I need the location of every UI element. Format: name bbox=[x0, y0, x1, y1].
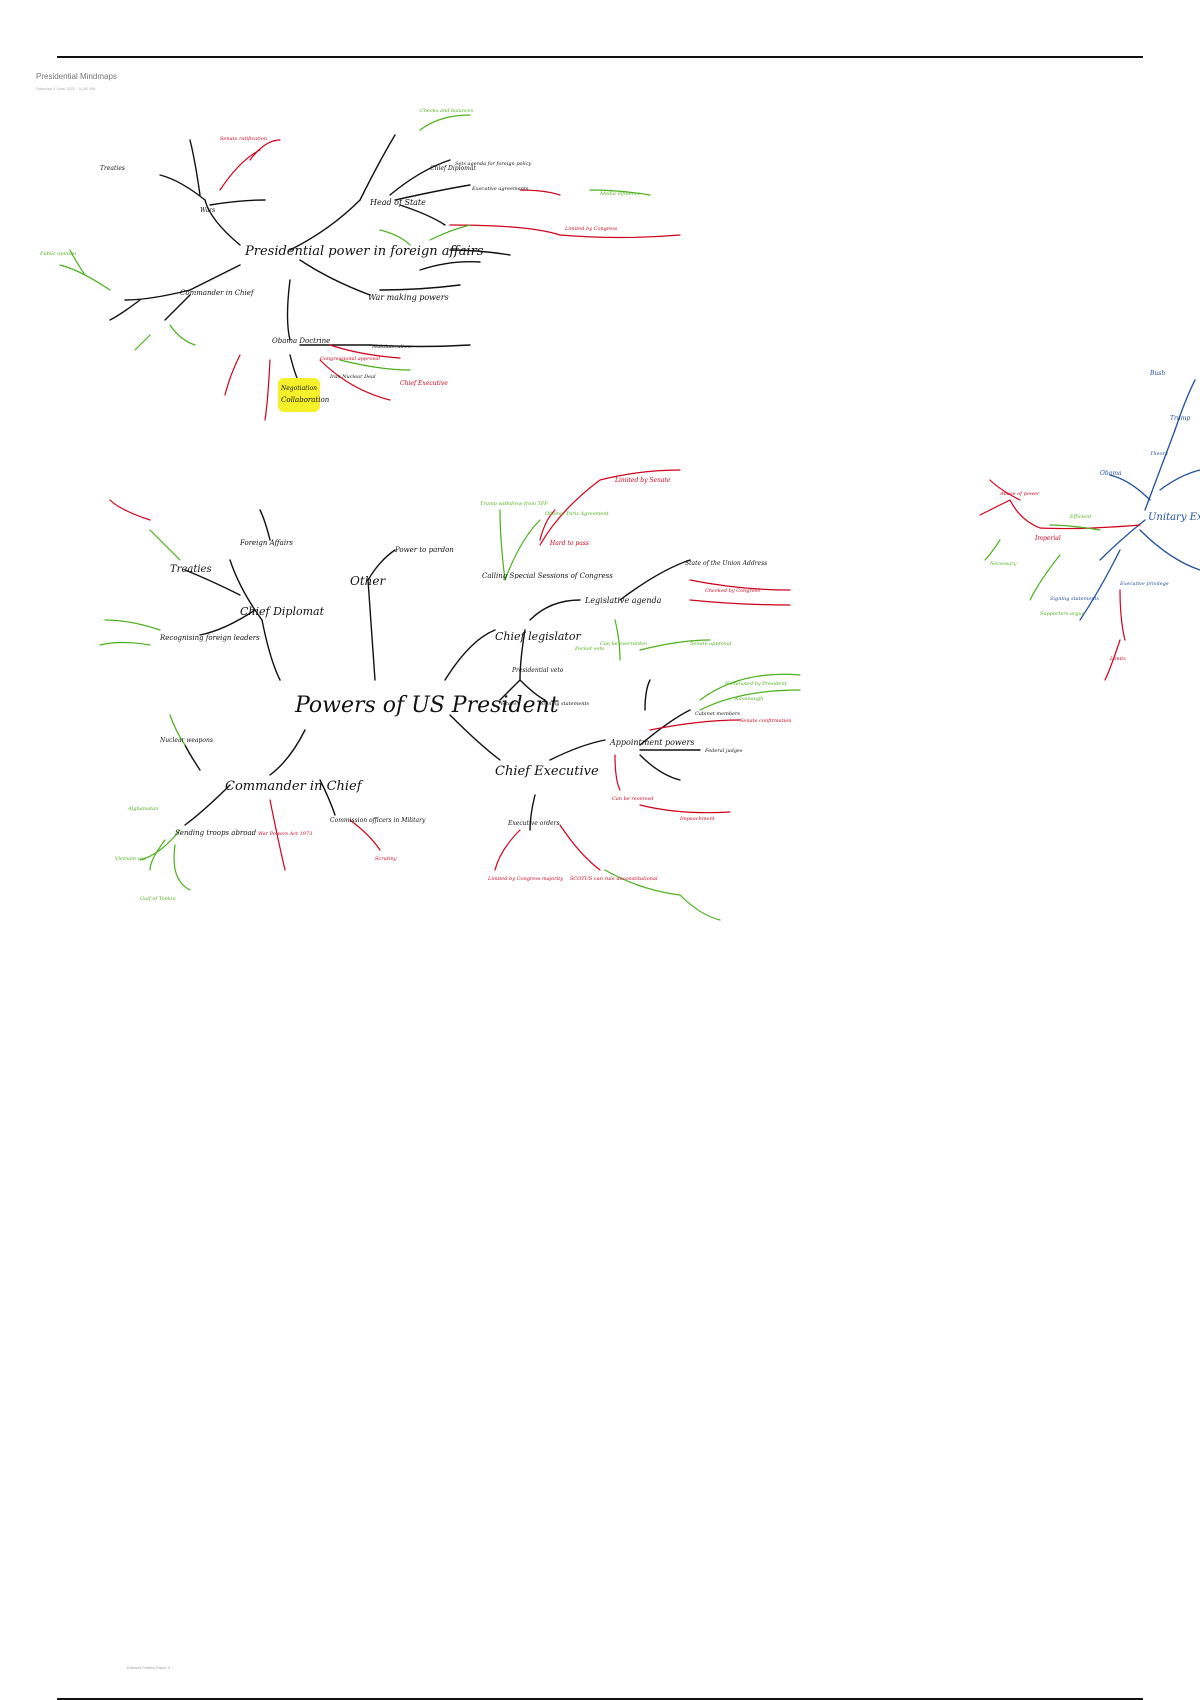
map1-note-checks: Checks and balances bbox=[420, 108, 474, 114]
map2-presidential-veto: Presidential veto bbox=[511, 667, 564, 674]
map2-note-g1: Trump withdrew from TPP bbox=[480, 501, 548, 507]
map1-chief-diplomat: Chief Diplomat bbox=[430, 165, 476, 172]
map1-note-negotiation: Negotiation bbox=[280, 385, 317, 392]
map3-g1: Supporters argue bbox=[1040, 611, 1085, 617]
map1-note-limited: Limited by Congress bbox=[564, 226, 618, 232]
map2-foreign-affairs: Foreign Affairs bbox=[239, 539, 293, 547]
map3-g2: Necessary bbox=[989, 561, 1017, 567]
map2-recognising: Recognising foreign leaders bbox=[159, 634, 260, 642]
map2-note-g3: Can be overridden bbox=[600, 641, 647, 647]
map2-executive-orders: Executive orders bbox=[507, 820, 560, 827]
map3-r3: Limits bbox=[1109, 656, 1126, 662]
map3-b2: Trump bbox=[1170, 415, 1190, 422]
map1-note-iran: Iran Nuclear Deal bbox=[329, 374, 376, 380]
map2-military: Commission officers in Military bbox=[330, 817, 426, 824]
page-subtitle: Saturday 4 June 2022 · 11:50 AM bbox=[36, 86, 96, 91]
map1-note-public: Public opinion bbox=[39, 251, 76, 257]
map1-treaties: Treaties bbox=[100, 165, 125, 172]
map2-note-g4: Senate approval bbox=[690, 641, 732, 647]
map2-note-r9: Limited by Congress majority bbox=[487, 876, 563, 882]
map2-vetoes: Vetoes bbox=[500, 701, 517, 707]
map2-note-r6: Senate confirmation bbox=[740, 718, 791, 724]
map2-sending-troops: Sending troops abroad bbox=[175, 829, 257, 837]
map2-treaties: Treaties bbox=[170, 564, 212, 575]
map2-commander: Commander in Chief bbox=[225, 779, 364, 794]
map1-chief-exec: Chief Executive bbox=[400, 380, 448, 387]
map2-note-g9: Vietnam war bbox=[115, 856, 148, 862]
map2-calling-sessions: Calling Special Sessions of Congress bbox=[482, 572, 613, 580]
map2-agenda: Legislative agenda bbox=[584, 596, 662, 605]
map2-signing: Signing statements bbox=[540, 701, 590, 707]
top-rule bbox=[57, 56, 1143, 58]
map2-note-g5: Pocket veto bbox=[574, 646, 604, 652]
map2-federal-judges: Federal judges bbox=[704, 748, 743, 754]
map2-center: Powers of US President bbox=[294, 693, 559, 718]
map1-note-media: Media influence bbox=[599, 191, 641, 197]
map1-commander: Commander in Chief bbox=[180, 289, 255, 297]
map2-note-g2: Obama: Paris Agreement bbox=[545, 511, 610, 517]
map1-note-multilateral: Multilateralism bbox=[371, 344, 411, 350]
map3-b6: Theory bbox=[1150, 451, 1168, 457]
mindmap-unitary-executive: Unitary Executive Bush Trump Obama Signi… bbox=[979, 370, 1200, 681]
highlight-marker bbox=[278, 378, 320, 412]
map3-b4: Signing statements bbox=[1050, 596, 1100, 602]
map2-chief-legislator: Chief legislator bbox=[495, 630, 581, 643]
map2-note-r2: Hard to pass bbox=[549, 540, 589, 547]
map3-r1: Imperial bbox=[1034, 535, 1061, 542]
map1-note-senate: Senate ratification bbox=[220, 136, 267, 142]
map1-war-making: War making powers bbox=[368, 293, 449, 302]
map2-note-r5: Scrutiny bbox=[375, 856, 397, 862]
map3-r2: Abuse of power bbox=[999, 491, 1040, 497]
map1-note-collab: Collaboration bbox=[281, 396, 330, 404]
map2-note-r4: War Powers Act 1973 bbox=[258, 831, 312, 837]
map2-chief-diplomat: Chief Diplomat bbox=[240, 605, 325, 618]
map2-cabinet: Cabinet members bbox=[695, 711, 740, 717]
map3-b3: Obama bbox=[1100, 470, 1122, 477]
page-footer: Edexcel Politics Paper 3 bbox=[127, 1665, 171, 1670]
map2-chief-executive: Chief Executive bbox=[495, 764, 599, 779]
map2-note-g8: Afghanistan bbox=[127, 806, 158, 812]
map1-head-of-state: Head of State bbox=[369, 198, 426, 207]
map1-note-congress: Congressional approval bbox=[320, 356, 380, 362]
map1-note-agenda: Sets agenda for foreign policy bbox=[455, 161, 532, 167]
map2-note-g10: Gulf of Tonkin bbox=[140, 896, 176, 902]
map2-note-r1: Limited by Senate bbox=[614, 477, 671, 484]
map3-b1: Bush bbox=[1149, 370, 1165, 377]
bottom-rule bbox=[57, 1698, 1143, 1700]
map3-b5: Executive privilege bbox=[1119, 581, 1169, 587]
mindmap-foreign-affairs: Presidential power in foreign affairs He… bbox=[39, 108, 681, 421]
map2-nuclear: Nuclear weapons bbox=[159, 737, 213, 744]
map2-note-r8: Impeachment bbox=[679, 816, 716, 822]
map3-g3: Efficient bbox=[1069, 514, 1092, 520]
map2-note-r7: Can be reversed bbox=[612, 796, 654, 802]
map2-note-r10: SCOTUS can rule unconstitutional bbox=[570, 876, 658, 882]
map1-note-exec-agreements: Executive agreements bbox=[471, 186, 529, 192]
map1-wars: Wars bbox=[200, 207, 215, 214]
map2-state-of-union: State of the Union Address bbox=[685, 560, 767, 567]
map1-other: Obama Doctrine bbox=[272, 337, 330, 345]
map2-note-g7: Kavanaugh bbox=[734, 696, 763, 702]
map2-note-g6: Nominated by President bbox=[724, 681, 788, 687]
map2-appointment: Appointment powers bbox=[609, 738, 694, 747]
mindmap-powers-us-president: Powers of US President Chief Diplomat Ch… bbox=[99, 469, 801, 921]
page-title: Presidential Mindmaps bbox=[36, 72, 117, 81]
map3-center: Unitary Executive bbox=[1148, 512, 1200, 523]
map1-center: Presidential power in foreign affairs bbox=[244, 244, 484, 259]
map2-note-r3: Checked by Congress bbox=[705, 588, 760, 594]
map2-pardon: Power to pardon bbox=[394, 546, 454, 554]
map2-other: Other bbox=[350, 574, 386, 588]
